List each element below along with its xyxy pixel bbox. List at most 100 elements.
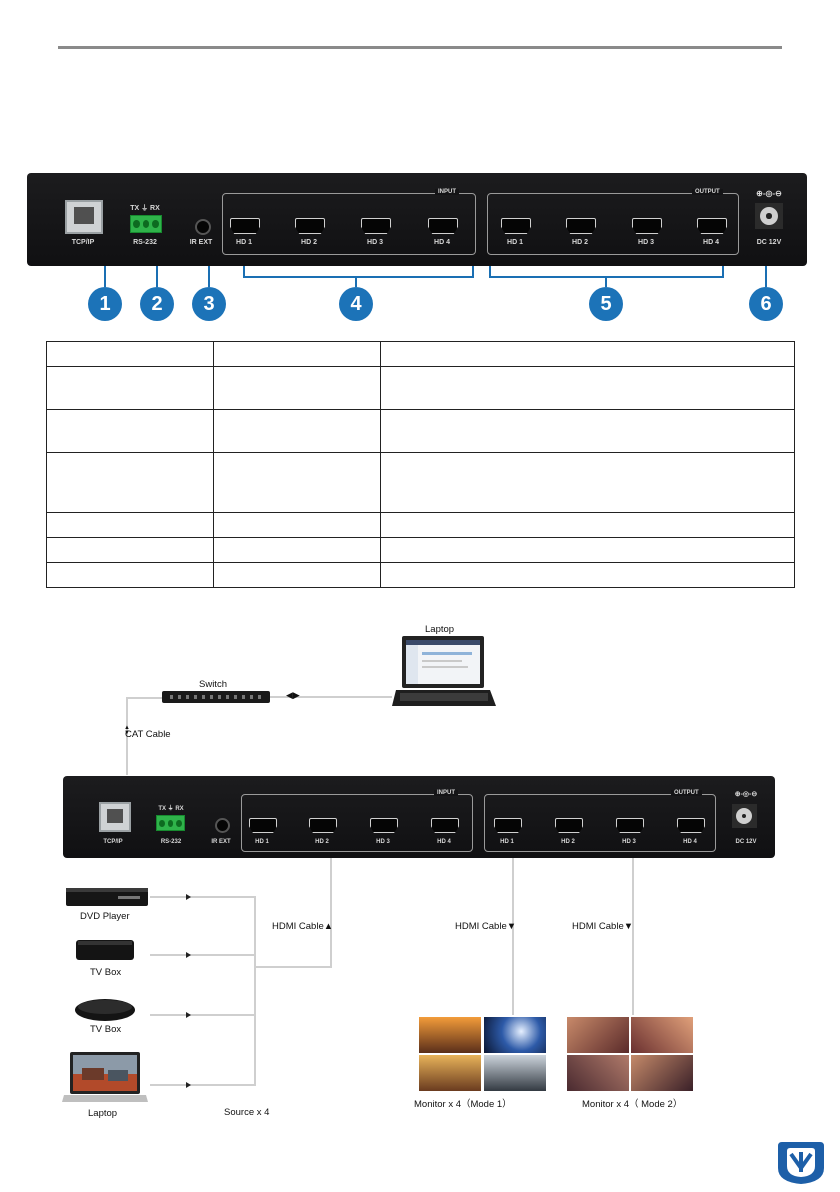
ethernet-port-icon <box>99 802 131 832</box>
table-row <box>46 366 795 410</box>
table-cell <box>46 512 214 538</box>
arrow-right-icon <box>186 1012 191 1018</box>
table-cell <box>380 452 795 513</box>
table-cell <box>213 512 381 538</box>
output-group-title: OUTPUT <box>671 790 702 796</box>
ir-ext-label: IR EXT <box>211 839 231 845</box>
monitor-tile <box>631 1055 693 1091</box>
switch-laptop-cable <box>270 696 392 698</box>
table-row <box>46 512 795 538</box>
output-hd4-label: HD 4 <box>683 839 697 845</box>
hdmi-port-icon <box>697 218 727 234</box>
hdmi-port-icon <box>494 818 522 833</box>
callout-bracket-5 <box>489 266 724 278</box>
dc-symbol: ⊕-◎-⊖ <box>734 791 758 798</box>
table-row <box>46 452 795 513</box>
callout-2: 2 <box>140 287 174 321</box>
cat-cable-horizontal <box>126 697 162 699</box>
monitor-tile <box>567 1017 629 1053</box>
ethernet-port-icon <box>65 200 103 234</box>
arrow-right-icon <box>186 1082 191 1088</box>
header-rule <box>58 46 782 49</box>
monitor-tile <box>484 1055 546 1091</box>
dc-jack-icon <box>755 203 783 229</box>
tv-box-icon <box>76 940 134 960</box>
cat-cable-vertical <box>126 697 128 775</box>
source-bus-horizontal <box>254 966 332 968</box>
table-cell <box>46 341 214 367</box>
updown-arrow-icon: ▲▼ <box>124 725 130 736</box>
dc-jack-icon <box>732 804 757 828</box>
callout-4: 4 <box>339 287 373 321</box>
switch-label: Switch <box>199 679 227 690</box>
dc-label: DC 12V <box>735 839 757 845</box>
hdmi-port-icon <box>616 818 644 833</box>
table-cell <box>213 452 381 513</box>
tv-box-1-label: TV Box <box>90 967 122 978</box>
output-hd3-label: HD 3 <box>638 239 654 246</box>
bidirectional-arrow-icon: ◀▶ <box>286 690 300 700</box>
output-hd4-label: HD 4 <box>703 239 719 246</box>
table-cell <box>380 562 795 588</box>
output-hd2-label: HD 2 <box>561 839 575 845</box>
rs232-label: RS-232 <box>160 839 182 845</box>
tv-box-round-icon <box>75 999 135 1021</box>
monitor-mode2-label: Monitor x 4（ Mode 2） <box>582 1099 683 1110</box>
connection-diagram-device: TCP/IP TX ⏚ RX RS-232 IR EXT INPUT HD 1 … <box>63 776 775 858</box>
callout-5: 5 <box>589 287 623 321</box>
hdmi-port-icon <box>431 818 459 833</box>
hdmi-port-icon <box>370 818 398 833</box>
dvd-player-label: DVD Player <box>80 911 130 922</box>
monitor-tile <box>419 1017 481 1053</box>
input-hd2-label: HD 2 <box>301 239 317 246</box>
brand-logo-icon <box>778 1142 824 1184</box>
hdmi-port-icon <box>566 218 596 234</box>
callout-3: 3 <box>192 287 226 321</box>
input-hd4-label: HD 4 <box>437 839 451 845</box>
hdmi-port-icon <box>428 218 458 234</box>
output-hd1-label: HD 1 <box>500 839 514 845</box>
callout-line-6 <box>765 266 767 287</box>
table-cell <box>380 341 795 367</box>
table-cell <box>213 562 381 588</box>
output-hd1-label: HD 1 <box>507 239 523 246</box>
laptop-icon <box>392 636 496 706</box>
dc-symbol: ⊕-◎-⊖ <box>756 189 782 198</box>
source-wire <box>150 896 254 898</box>
source-count-label: Source x 4 <box>224 1107 270 1118</box>
monitor-tile <box>631 1017 693 1053</box>
rs232-terminal-icon <box>156 815 185 831</box>
input-hd4-label: HD 4 <box>434 239 450 246</box>
table-cell <box>213 537 381 563</box>
table-row <box>46 341 795 367</box>
monitor-tile <box>419 1055 481 1091</box>
monitor-tile <box>484 1017 546 1053</box>
dvd-player-icon <box>66 888 148 906</box>
source-wire <box>150 954 254 956</box>
table-cell <box>46 562 214 588</box>
table-cell <box>380 537 795 563</box>
hdmi-cable-out-2-label: HDMI Cable▼ <box>572 921 634 932</box>
switch-icon <box>162 691 270 703</box>
hdmi-port-icon <box>677 818 705 833</box>
monitor-tile <box>567 1055 629 1091</box>
output-group-title: OUTPUT <box>692 189 723 195</box>
callout-line-1 <box>104 266 106 287</box>
hdmi-cable-in-label: HDMI Cable▲ <box>272 921 334 932</box>
tcpip-label: TCP/IP <box>103 839 123 845</box>
hdmi-port-icon <box>501 218 531 234</box>
output-hd2-label: HD 2 <box>572 239 588 246</box>
input-group: INPUT <box>222 189 476 255</box>
table-cell <box>380 512 795 538</box>
table-cell <box>380 409 795 453</box>
cat-cable-label: CAT Cable <box>125 729 171 740</box>
ir-jack-icon <box>195 219 211 235</box>
laptop-source-icon <box>62 1052 148 1102</box>
laptop-source-label: Laptop <box>88 1108 118 1119</box>
output-group: OUTPUT <box>484 790 716 852</box>
output-group: OUTPUT <box>487 189 739 255</box>
hdmi-output-cable-2 <box>632 858 634 1015</box>
hdmi-port-icon <box>309 818 337 833</box>
tcpip-label: TCP/IP <box>71 239 95 246</box>
tv-box-2-label: TV Box <box>90 1024 122 1035</box>
